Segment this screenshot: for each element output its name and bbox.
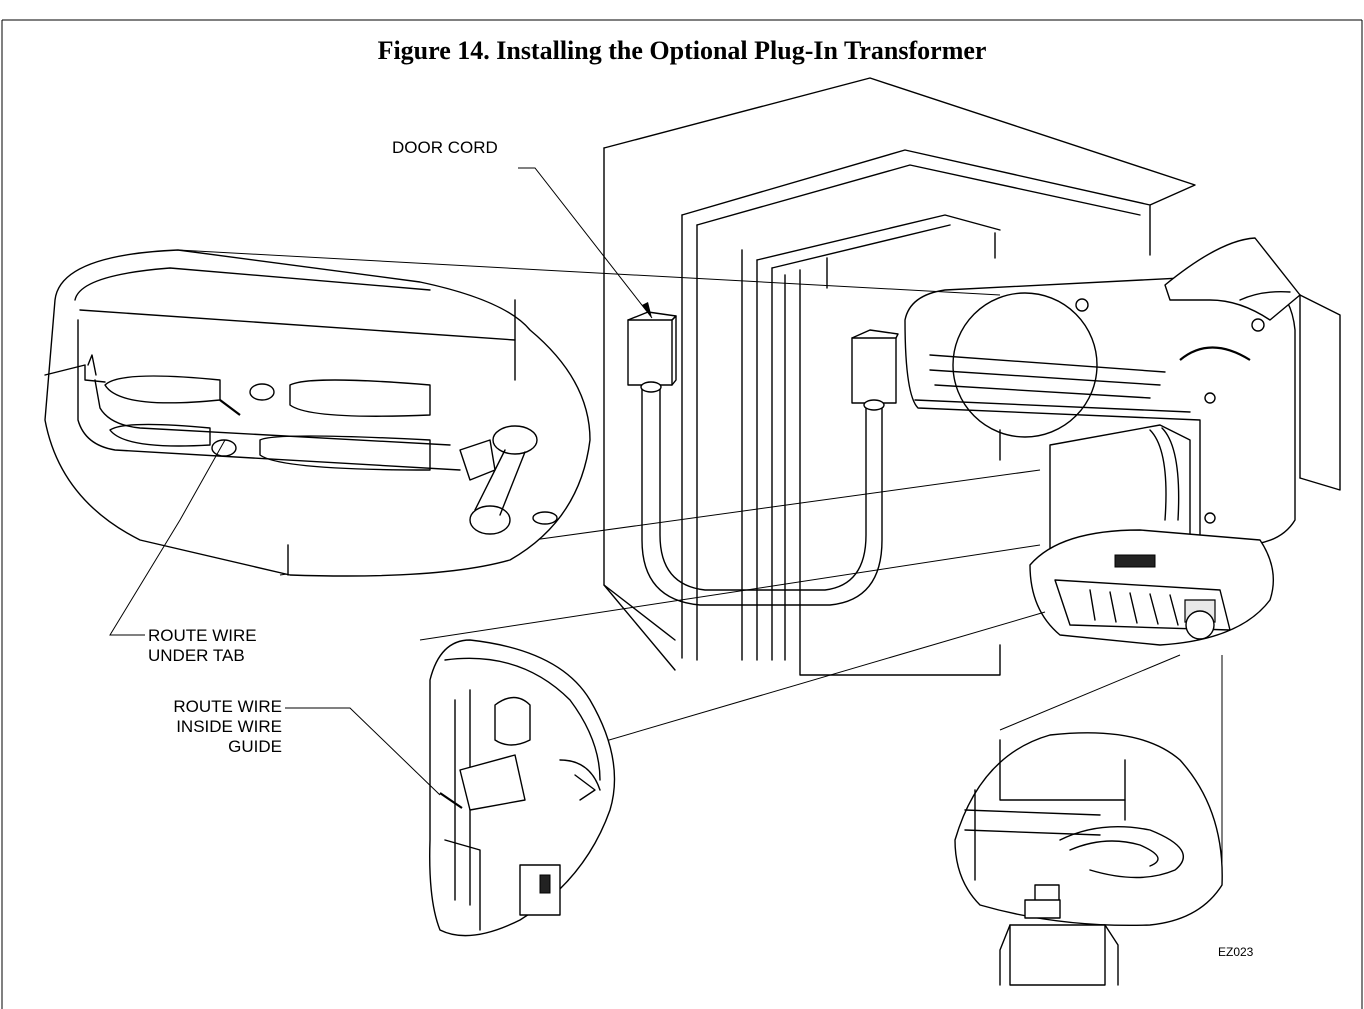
leader-door-cord xyxy=(518,168,652,318)
detail-a-magnifier xyxy=(953,293,1097,437)
figure-title: Figure 14. Installing the Optional Plug-… xyxy=(377,36,987,65)
callout-route-wire-inside-guide: ROUTE WIRE INSIDE WIRE GUIDE xyxy=(173,697,282,756)
detail-a-bubble xyxy=(45,250,590,576)
callout-door-cord: DOOR CORD xyxy=(392,138,498,157)
callout-route-wire-under-tab: ROUTE WIRE UNDER TAB xyxy=(148,626,257,665)
page-frame xyxy=(2,20,1362,1009)
transformer-housing xyxy=(905,238,1300,645)
detail-b-leader-lines xyxy=(420,545,1045,750)
door-cord xyxy=(628,312,898,605)
leader-under-tab xyxy=(110,440,225,635)
leader-wire-guide xyxy=(285,708,440,795)
detail-c-leader-lines xyxy=(1000,655,1222,885)
drawing-reference-code: EZ023 xyxy=(1218,945,1254,959)
door-frame xyxy=(604,78,1340,675)
detail-b-bubble xyxy=(430,640,615,936)
detail-c-bubble xyxy=(955,733,1222,985)
